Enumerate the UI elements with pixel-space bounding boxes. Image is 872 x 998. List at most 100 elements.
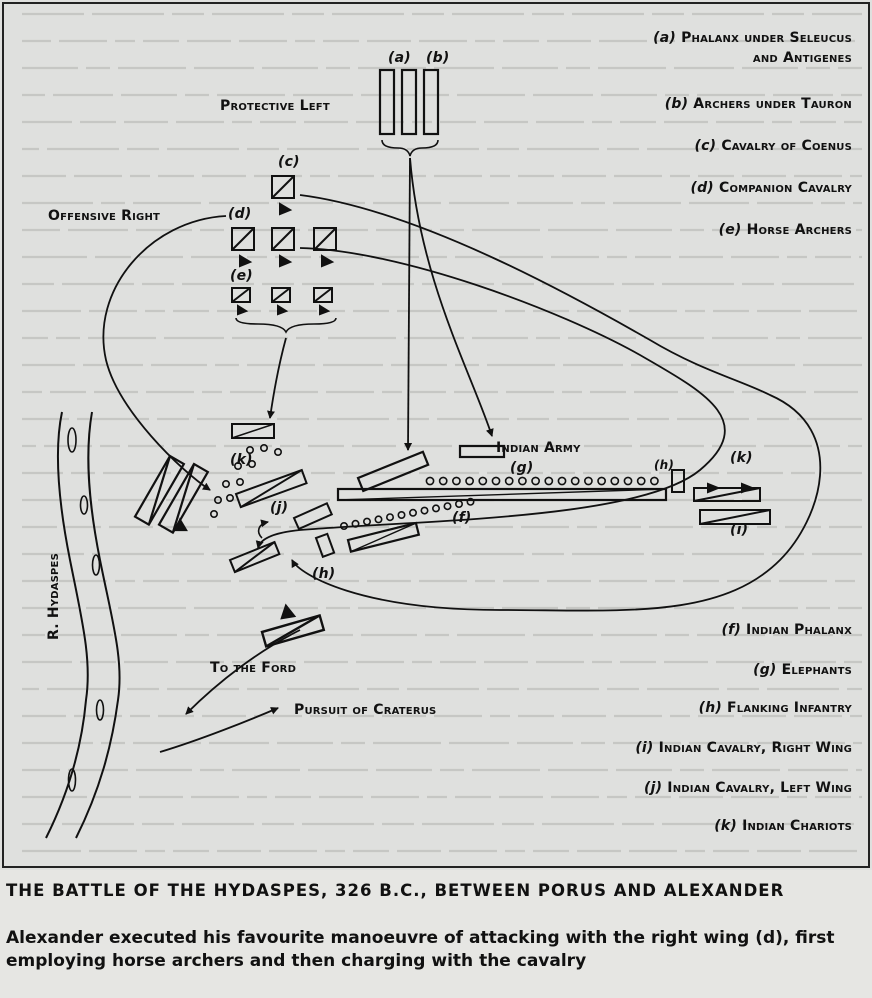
label-c: (c) xyxy=(278,154,300,170)
elephant-mark xyxy=(623,476,633,486)
legend-bottom-item: (i) Indian Cavalry, Right Wing xyxy=(635,740,852,756)
label-i: (i) xyxy=(730,522,749,538)
legend-bottom-text: Indian Cavalry, Left Wing xyxy=(667,780,852,796)
label-protective-left: Protective Left xyxy=(220,98,330,114)
legend-bottom-item: (k) Indian Chariots xyxy=(714,818,852,834)
map-frame xyxy=(2,2,870,868)
unit-phalanx-seleucus xyxy=(378,68,440,136)
river-hydaspes xyxy=(45,411,121,839)
legend-bottom-key: (h) xyxy=(698,700,722,716)
unit-indian-chariots-right xyxy=(693,482,761,502)
phalanx-mark xyxy=(454,499,463,508)
label-a: (a) xyxy=(388,50,411,66)
unit-indian-cavalry-right xyxy=(699,509,771,525)
legend-top-text: Horse Archers xyxy=(746,222,852,238)
unit-flanking-infantry-left xyxy=(292,502,336,559)
legend-top-key: (c) xyxy=(694,138,717,154)
legend-top-key: (d) xyxy=(690,180,714,196)
unit-indian-chariots-left xyxy=(133,454,210,535)
label-g: (g) xyxy=(510,460,534,476)
caption-panel xyxy=(0,870,872,998)
elephant-mark xyxy=(478,476,488,486)
elephant-mark xyxy=(451,476,461,486)
elephant-mark xyxy=(491,476,501,486)
elephant-mark xyxy=(557,476,567,486)
label-e: (e) xyxy=(230,268,253,284)
phalanx-mark xyxy=(466,497,475,506)
legend-top-key: (e) xyxy=(718,222,742,238)
legend-bottom-key: (j) xyxy=(644,780,663,796)
elephant-mark xyxy=(610,476,620,486)
phalanx-mark xyxy=(351,519,360,528)
legend-top-text: Companion Cavalry xyxy=(718,180,852,196)
unit-cavalry-coenus xyxy=(271,175,295,216)
label-indian-army: Indian Army xyxy=(496,440,581,456)
unit-elephants xyxy=(425,476,659,486)
phalanx-mark xyxy=(397,510,406,519)
unit-indian-army xyxy=(336,444,668,553)
label-d: (d) xyxy=(228,206,252,222)
unit-to-the-ford xyxy=(260,603,326,648)
unit-companion-cavalry xyxy=(231,227,337,268)
caption-body: Alexander executed his favourite manoeuv… xyxy=(6,928,835,971)
unit-horse-archers xyxy=(231,287,333,316)
unit-advancing-cavalry xyxy=(231,423,275,439)
skirmish-dots xyxy=(210,443,282,518)
unit-indian-cavalry-left xyxy=(228,468,308,574)
legend-bottom-text: Indian Phalanx xyxy=(746,622,852,638)
label-k-right: (k) xyxy=(730,450,753,466)
label-to-the-ford: To the Ford xyxy=(210,660,297,676)
elephant-mark xyxy=(504,476,514,486)
phalanx-mark xyxy=(374,515,383,524)
brace-horse-archers xyxy=(235,317,337,334)
unit-flanking-infantry-right xyxy=(671,469,685,493)
phalanx-mark xyxy=(408,508,417,517)
label-offensive-right: Offensive Right xyxy=(48,208,161,224)
elephant-mark xyxy=(425,476,435,486)
legend-top-text: Archers under Tauron xyxy=(693,96,852,112)
legend-bottom-text: Elephants xyxy=(781,662,852,678)
brace-protective-left xyxy=(381,139,439,157)
label-h-right: (h) xyxy=(654,458,675,472)
legend-top-item: (b) Archers under Tauron xyxy=(665,96,852,112)
legend-top-item: and Antigenes xyxy=(753,50,852,66)
legend-bottom-text: Indian Chariots xyxy=(742,818,852,834)
legend-bottom-item: (j) Indian Cavalry, Left Wing xyxy=(644,780,852,796)
elephant-mark xyxy=(518,476,527,486)
elephant-mark xyxy=(531,476,540,486)
legend-bottom-item: (h) Flanking Infantry xyxy=(699,700,852,716)
legend-bottom-key: (k) xyxy=(714,818,737,834)
legend-top-text: and Antigenes xyxy=(752,50,852,66)
unit-indian-phalanx xyxy=(339,497,475,530)
legend-top-text: Phalanx under Seleucus xyxy=(681,30,852,46)
phalanx-mark xyxy=(420,506,429,515)
elephant-mark xyxy=(465,476,474,486)
phalanx-mark xyxy=(443,502,452,511)
legend-bottom-text: Indian Cavalry, Right Wing xyxy=(658,740,852,756)
legend-bottom-text: Flanking Infantry xyxy=(727,700,852,716)
legend-bottom-key: (f) xyxy=(721,622,741,638)
battle-map xyxy=(2,2,870,868)
elephant-mark xyxy=(650,476,659,486)
label-f: (f) xyxy=(452,510,472,526)
label-k-left: (k) xyxy=(230,452,253,468)
legend-bottom-key: (g) xyxy=(753,662,777,678)
label-j: (j) xyxy=(270,500,289,516)
legend-top-item: (a) Phalanx under Seleucus xyxy=(653,30,852,46)
phalanx-mark xyxy=(431,504,440,513)
elephant-mark xyxy=(438,476,448,486)
legend-bottom-item: (f) Indian Phalanx xyxy=(721,622,852,638)
legend-top-item: (e) Horse Archers xyxy=(719,222,852,238)
phalanx-mark xyxy=(339,521,348,530)
legend-top-text: Cavalry of Coenus xyxy=(721,138,852,154)
elephant-mark xyxy=(570,476,580,486)
legend-top-key: (a) xyxy=(653,30,676,46)
label-b: (b) xyxy=(426,50,450,66)
elephant-mark xyxy=(544,476,554,486)
legend-bottom-item: (g) Elephants xyxy=(753,662,852,678)
background-texture xyxy=(22,12,862,853)
movement-arrows xyxy=(102,157,822,753)
legend-top-item: (c) Cavalry of Coenus xyxy=(695,138,852,154)
elephant-mark xyxy=(636,476,646,486)
